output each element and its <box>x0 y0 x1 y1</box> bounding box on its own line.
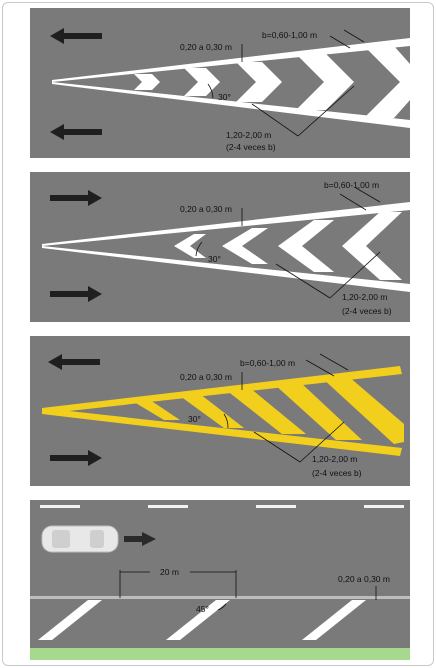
angle-label: 30° <box>218 92 231 102</box>
chevron-mark <box>296 54 354 110</box>
diagonal-marks <box>38 600 366 640</box>
hatch-mark <box>180 394 244 428</box>
edge-line-top <box>52 38 410 82</box>
dimension-lines <box>223 353 349 463</box>
hatch-mark <box>322 376 404 444</box>
arrow-left-icon <box>48 354 100 370</box>
spacing-note: (2-4 veces b) <box>226 142 276 152</box>
chevron-marks <box>134 46 410 118</box>
arrow-left-icon <box>50 28 102 44</box>
edge-line-bottom <box>42 246 410 292</box>
chevron-mark <box>184 68 220 96</box>
angle-label: 45° <box>196 604 209 614</box>
gap-label: 0,20 a 0,30 m <box>180 204 232 214</box>
diagram-panel-1: 0,20 a 0,30 m b=0,60-1,00 m 30° 1,20-2,0… <box>50 28 410 152</box>
chevron-mark <box>278 220 334 272</box>
diagonal-mark <box>166 600 230 640</box>
diagram-panel-2: 0,20 a 0,30 m b=0,60-1,00 m 30° 1,20-2,0… <box>42 180 410 316</box>
arrow-right-icon <box>50 450 102 466</box>
hatch-mark <box>226 388 306 434</box>
arrow-left-icon <box>50 124 102 140</box>
arrow-right-icon <box>50 286 102 302</box>
lane-line <box>30 596 410 599</box>
dimension-lines <box>195 187 381 299</box>
diagram-panel-4: 20 m 45° 0,20 a 0,30 m <box>30 505 410 660</box>
spacing-label: 1,20-2,00 m <box>342 292 387 302</box>
dimension-lines <box>119 570 377 611</box>
arrow-right-icon <box>124 532 156 546</box>
distance-label: 20 m <box>160 567 179 577</box>
angle-label: 30° <box>208 254 221 264</box>
chevron-mark <box>236 62 282 102</box>
dimension-lines <box>207 29 365 137</box>
spacing-label: 1,20-2,00 m <box>312 454 357 464</box>
edge-line-bottom <box>42 408 402 456</box>
chevron-mark <box>364 46 410 118</box>
lane-dashes <box>40 505 404 508</box>
gap-label: 0,20 a 0,30 m <box>180 372 232 382</box>
b-label: b=0,60-1,00 m <box>324 180 379 190</box>
diagram-panel-3: 0,20 a 0,30 m b=0,60-1,00 m 30° 1,20-2,0… <box>42 353 404 478</box>
edge-line-top <box>42 202 410 246</box>
spacing-note: (2-4 veces b) <box>312 468 362 478</box>
spacing-label: 1,20-2,00 m <box>226 130 271 140</box>
gap-label: 0,20 a 0,30 m <box>180 42 232 52</box>
chevron-mark <box>134 74 160 90</box>
chevron-marks <box>174 212 402 280</box>
b-label: b=0,60-1,00 m <box>262 30 317 40</box>
b-label: b=0,60-1,00 m <box>240 358 295 368</box>
chevron-mark <box>174 234 206 258</box>
panel-lane-diagonals: 20 m 45° 0,20 a 0,30 m <box>30 500 410 660</box>
panel-opposing-chevrons: 0,20 a 0,30 m b=0,60-1,00 m 30° 1,20-2,0… <box>30 8 410 158</box>
edge-line-top <box>42 366 402 414</box>
hatch-mark <box>134 400 180 420</box>
gap-label: 0,20 a 0,30 m <box>338 574 390 584</box>
angle-label: 30° <box>188 414 201 424</box>
grass-strip <box>30 648 410 660</box>
car-icon <box>41 525 119 553</box>
chevron-mark <box>342 212 402 280</box>
panel-yellow-hatching: 0,20 a 0,30 m b=0,60-1,00 m 30° 1,20-2,0… <box>30 336 410 486</box>
diagonal-mark <box>38 600 102 640</box>
spacing-note: (2-4 veces b) <box>342 306 392 316</box>
panel-same-direction-chevrons: 0,20 a 0,30 m b=0,60-1,00 m 30° 1,20-2,0… <box>30 172 410 322</box>
chevron-mark <box>222 228 268 264</box>
diagonal-mark <box>302 600 366 640</box>
edge-line-bottom <box>52 82 410 128</box>
arrow-right-icon <box>50 190 102 206</box>
